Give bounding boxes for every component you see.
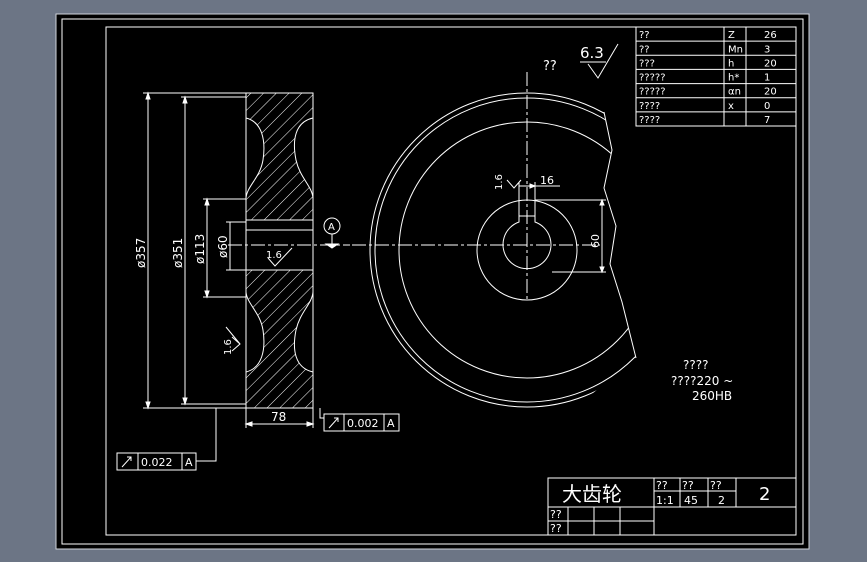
- tb-scale: 1:1: [656, 494, 674, 507]
- front-view: [352, 43, 637, 408]
- arrow-357-bottom: [145, 401, 151, 410]
- arrow-113-bottom: [204, 290, 210, 299]
- arrow-357-top: [145, 91, 151, 100]
- runout-face-frame: [323, 413, 400, 432]
- rough-bore-text: 1.6: [266, 250, 282, 261]
- runout-rim-frame: [116, 452, 197, 471]
- runout-face-datum: A: [387, 417, 395, 430]
- tb-qty: 2: [718, 494, 725, 507]
- tb-header-3: ??: [710, 479, 722, 492]
- arrow-113-top: [204, 197, 210, 206]
- param-name: ?????: [639, 87, 666, 98]
- param-val: 20: [764, 87, 777, 98]
- param-val: 7: [764, 115, 770, 126]
- unknown-label: ??: [543, 59, 557, 74]
- arrow-78-right: [306, 421, 315, 427]
- overall-roughness-symbol: [587, 43, 619, 79]
- tip-circle: [369, 92, 636, 408]
- rough-face-text: 1.6: [223, 339, 234, 355]
- dim-351-text: ø351: [171, 238, 185, 268]
- param-val: 0: [764, 101, 770, 112]
- overall-roughness-text: 6.3: [580, 44, 604, 62]
- runout-rim-datum: A: [185, 456, 193, 469]
- param-val: 1: [764, 73, 770, 84]
- runout-rim-value: 0.022: [141, 456, 173, 469]
- title-block: [547, 477, 797, 536]
- param-rows: ?? Z 26?? Mn 3??? h 20????? h* 1????? αn 20???? x 0?…: [636, 30, 796, 126]
- param-val: 26: [764, 30, 777, 41]
- tb-header-2: ??: [682, 479, 694, 492]
- dim-60-text: ø60: [216, 235, 230, 258]
- arrow-351-top: [182, 95, 188, 104]
- notes-title: ????: [683, 358, 708, 372]
- param-sym: h: [728, 58, 734, 69]
- tb-material: 45: [684, 494, 698, 507]
- drawing-frame: [105, 26, 797, 536]
- param-name: ??: [639, 44, 650, 55]
- param-name: ??: [639, 30, 650, 41]
- param-name: ?????: [639, 73, 666, 84]
- datum-a-text: A: [328, 222, 335, 233]
- keyway-width-text: 16: [540, 174, 554, 187]
- param-sym: Mn: [728, 44, 743, 55]
- break-line: [603, 111, 637, 359]
- runout-face-icon: [328, 417, 339, 429]
- roughness-bore-symbol: [267, 247, 293, 267]
- part-name: 大齿轮: [562, 482, 622, 506]
- keyway-arrow: [529, 183, 537, 189]
- param-sym: x: [728, 101, 734, 112]
- param-name: ????: [639, 115, 660, 126]
- param-table: [635, 26, 797, 127]
- param-sym: Z: [728, 30, 735, 41]
- runout-rim-leader: [196, 408, 217, 462]
- runout-rim-icon: [121, 456, 132, 468]
- arrow-351-bottom: [182, 397, 188, 406]
- rough-keyway-text: 1.6: [494, 174, 505, 190]
- param-name: ????: [639, 101, 660, 112]
- datum-a-base: [324, 243, 340, 249]
- runout-face-value: 0.002: [347, 417, 379, 430]
- arrow-78-left: [244, 421, 253, 427]
- runout-face-leader: [319, 408, 324, 419]
- tb-label-b: ??: [550, 522, 562, 535]
- notes-line1: ????220 ~: [671, 374, 733, 388]
- tb-drawing-no: 2: [759, 484, 770, 505]
- dim-113-text: ø113: [193, 234, 207, 264]
- tb-label-a: ??: [550, 508, 562, 521]
- param-table-frame: [635, 26, 797, 127]
- depth-arrow-top: [599, 198, 605, 206]
- tech-notes: ???? ????220 ~ 260HB: [671, 358, 733, 403]
- keyway-depth-text: 60: [589, 234, 602, 248]
- front-texts: ?? 6.3 1.6 16 60: [494, 44, 604, 248]
- roughness-face-symbol: [225, 326, 241, 352]
- param-name: ???: [639, 58, 655, 69]
- param-sym: αn: [728, 87, 741, 98]
- param-sym: h*: [728, 73, 739, 84]
- param-val: 20: [764, 58, 777, 69]
- notes-line2: 260HB: [692, 389, 732, 403]
- bore-keyway: [502, 215, 552, 270]
- param-val: 3: [764, 44, 770, 55]
- section-view: [116, 91, 400, 471]
- dim-78-text: 78: [271, 410, 286, 424]
- title-block-texts: 大齿轮 ?? ?? ?? 1:1 45 2 2 ?? ??: [550, 479, 770, 535]
- dim-357-text: ø357: [134, 238, 148, 268]
- depth-arrow-bottom: [599, 266, 605, 274]
- section-dim-texts: ø357 ø351 ø113 ø60 78 1.6 1.6 A 0.002 A …: [134, 222, 395, 469]
- tb-header-1: ??: [656, 479, 668, 492]
- drawing-border-outer: [61, 18, 804, 545]
- rough-keyway-symbol: [506, 179, 522, 189]
